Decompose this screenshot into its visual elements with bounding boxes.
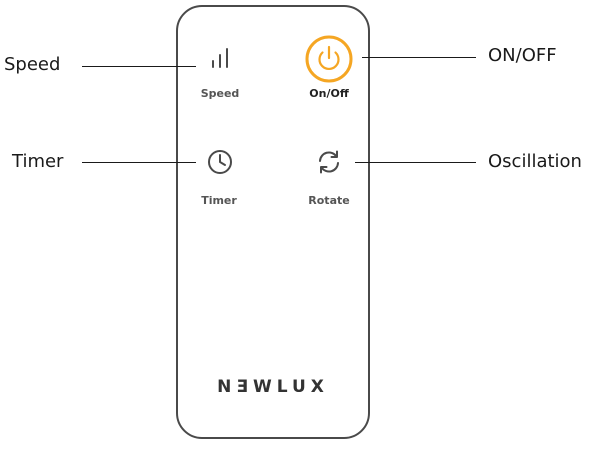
annotation-timer: Timer <box>12 151 64 172</box>
annotation-speed: Speed <box>4 54 61 75</box>
rotate-button-label: Rotate <box>308 194 350 207</box>
power-button-label: On/Off <box>309 87 349 100</box>
remote-control-body <box>176 5 370 439</box>
annotation-line-speed <box>82 66 196 67</box>
annotation-onoff: ON/OFF <box>488 45 557 66</box>
rotate-button[interactable] <box>313 146 345 178</box>
timer-button-label: Timer <box>201 194 237 207</box>
speed-button-label: Speed <box>200 87 240 100</box>
signal-bars-icon <box>212 48 228 68</box>
clock-icon <box>208 150 232 174</box>
annotation-line-oscillation <box>355 162 476 163</box>
annotation-line-timer <box>82 162 196 163</box>
speed-button[interactable] <box>203 44 237 72</box>
brand-logo: NƎWLUX <box>217 377 329 397</box>
timer-button[interactable] <box>204 146 236 178</box>
annotation-line-onoff <box>362 57 476 58</box>
rotate-arrows-icon <box>319 150 339 174</box>
power-button[interactable] <box>305 35 353 83</box>
power-icon <box>305 35 353 83</box>
annotation-oscillation: Oscillation <box>488 151 582 172</box>
